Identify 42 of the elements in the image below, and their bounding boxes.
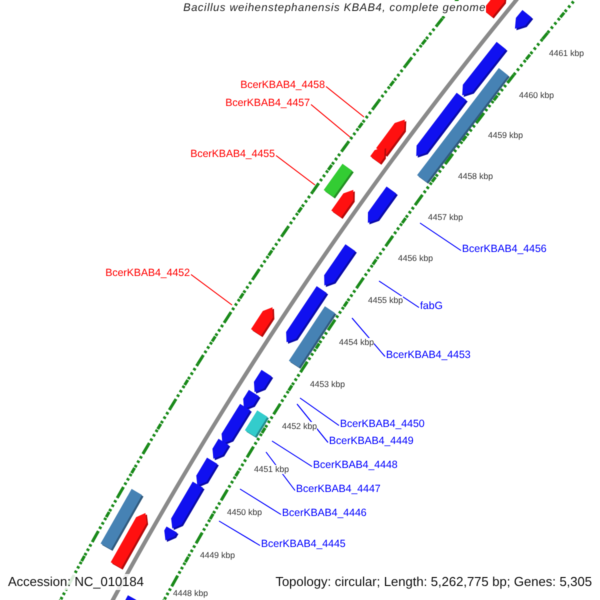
leader-line bbox=[272, 440, 312, 467]
gene-label: BcerKBAB4_4452 bbox=[105, 267, 190, 280]
title: Bacillus weihenstephanensis KBAB4, complete genome bbox=[183, 1, 486, 16]
tick-label: 4461 kbp bbox=[549, 49, 584, 58]
tick-label: 4460 kbp bbox=[519, 91, 554, 100]
gene-label: fabG bbox=[420, 300, 443, 313]
tick-label: 4453 kbp bbox=[310, 380, 345, 389]
tick-label: 4457 kbp bbox=[428, 213, 463, 222]
gene-label: BcerKBAB4_4450 bbox=[340, 418, 425, 431]
leader-line bbox=[326, 86, 364, 118]
leader-line bbox=[352, 318, 386, 357]
tick-label: 4456 kbp bbox=[398, 254, 433, 263]
gene-label: BcerKBAB4_4455 bbox=[190, 148, 275, 161]
tick-label: 4459 kbp bbox=[488, 131, 523, 140]
leader-line bbox=[310, 104, 350, 138]
leader-line bbox=[190, 274, 232, 306]
gene-label: BcerKBAB4_4453 bbox=[386, 349, 471, 362]
tick-label: 4454 kbp bbox=[339, 338, 374, 347]
gene-label: BcerKBAB4_4447 bbox=[296, 483, 381, 496]
leader-line bbox=[218, 520, 260, 546]
leader-line bbox=[420, 222, 462, 251]
leader-line bbox=[276, 155, 316, 186]
gene-label: BcerKBAB4_4446 bbox=[282, 507, 367, 520]
gene-label: BcerKBAB4_4448 bbox=[313, 459, 398, 472]
tick-label: 4455 kbp bbox=[368, 296, 403, 305]
genome-info-text: Topology: circular; Length: 5,262,775 bp; Genes: 5,305 bbox=[275, 574, 592, 590]
leader-line bbox=[378, 280, 420, 308]
tick-label: 4452 kbp bbox=[282, 422, 317, 431]
tick-label: 4451 kbp bbox=[254, 465, 289, 474]
accession-text: Accession: NC_010184 bbox=[8, 574, 144, 590]
leader-line bbox=[240, 488, 282, 515]
gene-label: BcerKBAB4_4456 bbox=[462, 243, 547, 256]
gene-label: BcerKBAB4_4445 bbox=[261, 538, 346, 551]
gene-label: BcerKBAB4_4457 bbox=[225, 97, 310, 110]
leader-line bbox=[300, 398, 340, 426]
tick-label: 4448 kbp bbox=[173, 589, 208, 598]
tick-label: 4458 kbp bbox=[458, 172, 493, 181]
tick-label: 4450 kbp bbox=[227, 508, 262, 517]
tick-label: 4449 kbp bbox=[200, 551, 235, 560]
leader-line bbox=[296, 404, 328, 443]
gene-label: BcerKBAB4_4458 bbox=[240, 79, 325, 92]
gene-label: BcerKBAB4_4449 bbox=[329, 435, 414, 448]
